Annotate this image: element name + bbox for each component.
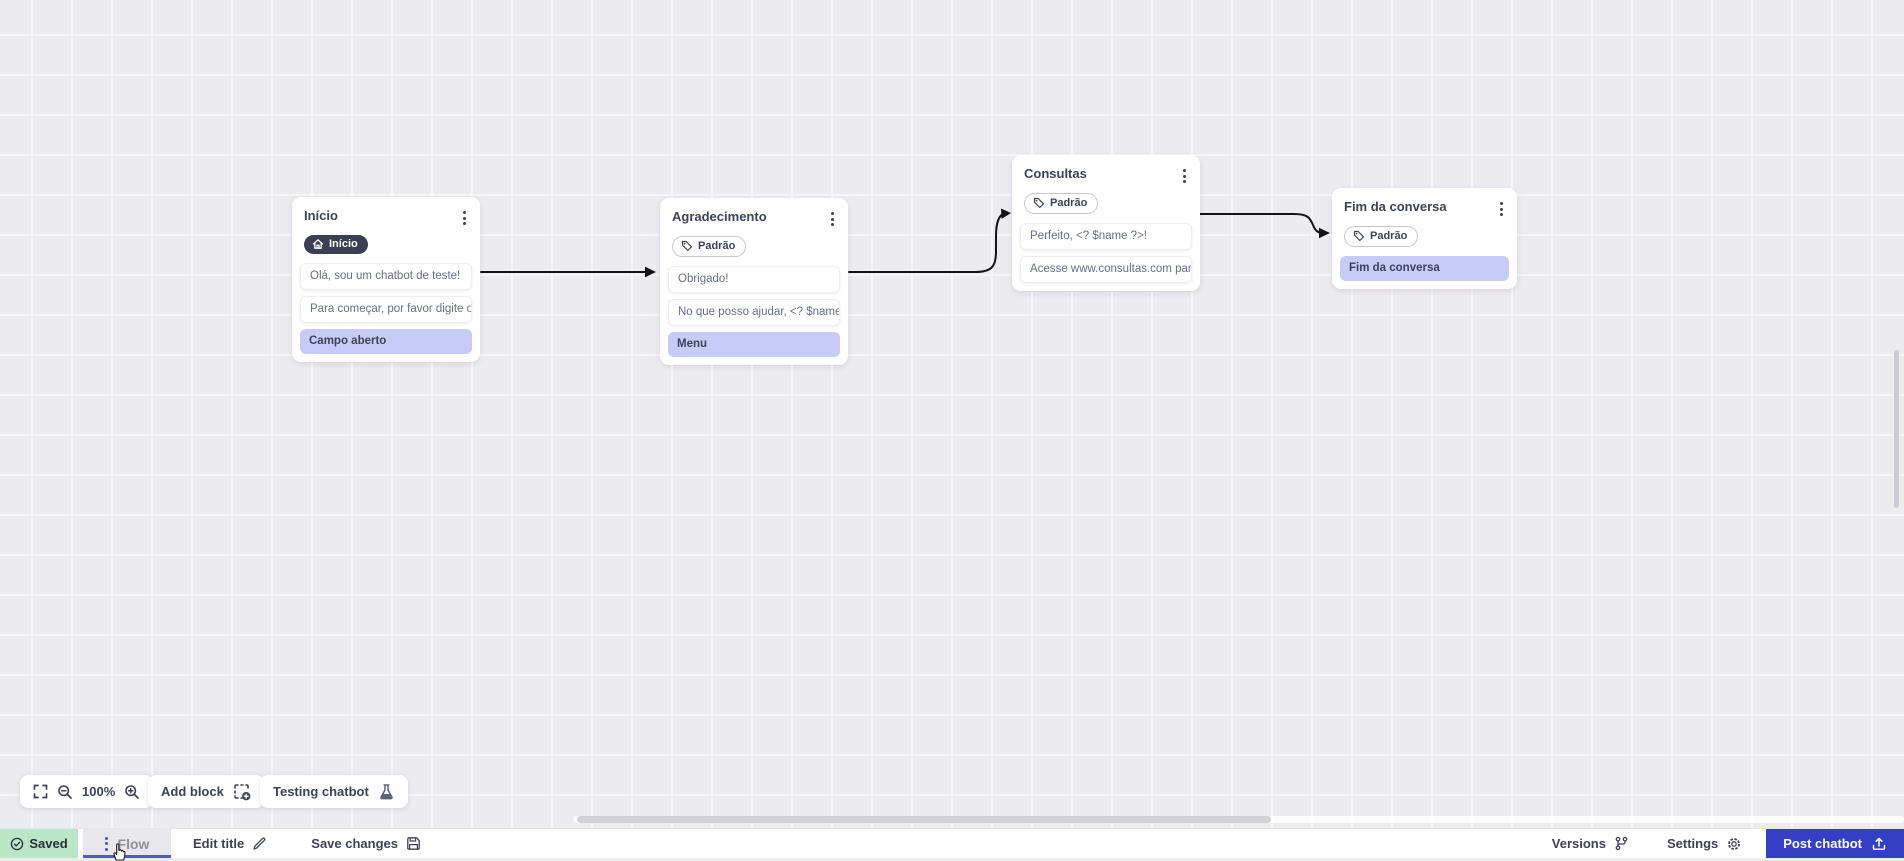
upload-icon — [1872, 837, 1886, 850]
flow-node-consultas[interactable]: Consultas Padrão Perfeito, <? $name ?>! … — [1012, 155, 1200, 291]
tag-icon — [681, 240, 693, 252]
horizontal-scrollbar-track[interactable] — [573, 816, 1904, 823]
testing-chatbot-button[interactable]: Testing chatbot — [260, 775, 408, 808]
node-title: Fim da conversa — [1344, 199, 1447, 214]
message-item[interactable]: No que posso ajudar, <? $name ... — [668, 299, 840, 326]
message-item[interactable]: Olá, sou um chatbot de teste! — [300, 263, 472, 290]
add-block-label: Add block — [161, 784, 224, 799]
wire-consultas-fim — [1199, 213, 1322, 234]
action-item-fim[interactable]: Fim da conversa — [1340, 256, 1509, 281]
badge-label: Padrão — [698, 240, 736, 252]
kebab-icon[interactable] — [1179, 166, 1190, 186]
zoom-out-icon[interactable] — [57, 784, 73, 800]
node-title: Agradecimento — [672, 209, 767, 224]
zoom-level: 100% — [82, 784, 116, 799]
padrao-badge: Padrão — [1344, 226, 1419, 247]
home-icon — [312, 239, 324, 249]
post-chatbot-label: Post chatbot — [1783, 836, 1862, 851]
tab-flow[interactable]: Flow — [83, 829, 171, 858]
badge-label: Padrão — [1370, 230, 1408, 242]
post-chatbot-button[interactable]: Post chatbot — [1766, 829, 1904, 858]
branch-icon — [1615, 836, 1628, 851]
flow-node-agradecimento[interactable]: Agradecimento Padrão Obrigado! No que po… — [660, 198, 848, 365]
tag-icon — [1033, 197, 1045, 209]
add-block-icon — [234, 783, 251, 800]
edit-title-label: Edit title — [193, 836, 245, 851]
flow-node-inicio[interactable]: Início Início Olá, sou um chatbot de tes… — [292, 197, 480, 362]
fullscreen-icon[interactable] — [33, 784, 48, 799]
add-block-button[interactable]: Add block — [148, 775, 264, 808]
message-item[interactable]: Acesse www.consultas.com par... — [1020, 256, 1192, 283]
active-tab-indicator — [83, 855, 171, 858]
action-item-menu[interactable]: Menu — [668, 332, 840, 357]
save-changes-label: Save changes — [311, 836, 398, 851]
arrowhead — [645, 266, 656, 278]
node-header: Início — [300, 206, 472, 228]
settings-button[interactable]: Settings — [1667, 829, 1742, 858]
kebab-icon[interactable] — [827, 209, 838, 229]
vertical-scrollbar-thumb[interactable] — [1894, 350, 1899, 508]
flow-tab-label: Flow — [117, 835, 150, 852]
edit-title-button[interactable]: Edit title — [193, 829, 267, 858]
tag-icon — [1353, 230, 1365, 242]
flow-node-fim-da-conversa[interactable]: Fim da conversa Padrão Fim da conversa — [1332, 188, 1517, 289]
node-title: Início — [304, 208, 338, 223]
wire-agradecimento-consultas — [848, 213, 1004, 273]
saved-label: Saved — [29, 836, 68, 851]
flask-icon — [380, 783, 393, 799]
kebab-icon[interactable] — [1496, 199, 1507, 219]
versions-button[interactable]: Versions — [1552, 829, 1629, 858]
start-badge: Início — [304, 235, 368, 254]
connection-wires — [480, 208, 1330, 278]
horizontal-scrollbar-thumb[interactable] — [577, 816, 1271, 823]
action-item-campo-aberto[interactable]: Campo aberto — [300, 329, 472, 354]
zoom-toolbar: 100% — [20, 775, 154, 808]
message-item[interactable]: Para começar, por favor digite o ... — [300, 296, 472, 323]
badge-label: Padrão — [1050, 197, 1088, 209]
settings-label: Settings — [1666, 836, 1719, 851]
save-changes-button[interactable]: Save changes — [311, 829, 421, 858]
padrao-badge: Padrão — [672, 236, 747, 257]
statusbar-spacer — [421, 829, 1552, 858]
badge-label: Início — [329, 238, 358, 250]
check-circle-icon — [11, 837, 24, 850]
zoom-in-icon[interactable] — [124, 784, 140, 800]
node-header: Consultas — [1020, 164, 1192, 186]
arrowhead — [1001, 208, 1011, 219]
status-bar: Saved Flow Edit title Save changes Versi… — [0, 828, 1904, 858]
node-header: Agradecimento — [668, 207, 840, 229]
node-header: Fim da conversa — [1340, 197, 1509, 219]
node-title: Consultas — [1024, 166, 1087, 181]
floppy-icon — [407, 837, 420, 850]
kebab-icon[interactable] — [459, 208, 470, 228]
padrao-badge: Padrão — [1024, 193, 1099, 214]
message-item[interactable]: Perfeito, <? $name ?>! — [1020, 223, 1192, 250]
testing-chatbot-label: Testing chatbot — [273, 784, 369, 799]
drag-handle-icon[interactable] — [104, 836, 108, 851]
flow-canvas[interactable]: Início Início Olá, sou um chatbot de tes… — [0, 0, 1904, 828]
saved-status-badge: Saved — [0, 829, 78, 858]
pencil-icon — [253, 837, 266, 850]
gear-icon — [1728, 837, 1741, 850]
versions-label: Versions — [1551, 836, 1606, 851]
arrowhead — [1319, 227, 1330, 239]
message-item[interactable]: Obrigado! — [668, 266, 840, 293]
